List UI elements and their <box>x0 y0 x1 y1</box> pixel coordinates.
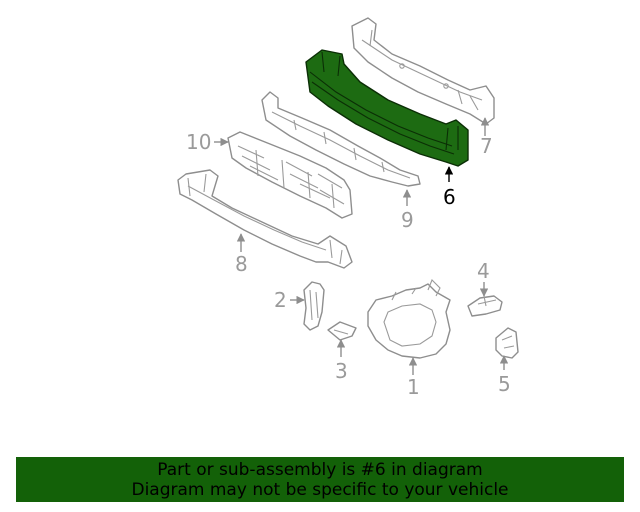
callout-3: 3 <box>335 359 348 383</box>
callout-5: 5 <box>498 372 511 396</box>
callout-4: 4 <box>477 259 490 283</box>
callout-7: 7 <box>480 134 493 158</box>
part-9-deflector <box>261 91 421 187</box>
callout-6: 6 <box>443 185 456 209</box>
info-banner: Part or sub-assembly is #6 in diagram Di… <box>16 457 624 502</box>
part-1-housing <box>367 279 451 359</box>
callout-8: 8 <box>235 252 248 276</box>
part-4-bracket <box>467 295 503 317</box>
part-6-reinforcement-beam <box>305 49 469 167</box>
part-3-clip <box>327 321 357 341</box>
part-10-absorber-lower <box>227 131 353 219</box>
callout-10: 10 <box>186 130 211 154</box>
banner-line-disclaimer: Diagram may not be specific to your vehi… <box>131 480 509 500</box>
callout-1: 1 <box>407 375 420 399</box>
banner-line-part: Part or sub-assembly is #6 in diagram <box>157 460 483 480</box>
callout-9: 9 <box>401 208 414 232</box>
part-2-bracket <box>303 281 325 331</box>
part-5-bracket <box>495 327 519 359</box>
callout-2: 2 <box>274 288 287 312</box>
part-8-lower-bar <box>177 169 353 269</box>
part-7-absorber <box>351 17 495 125</box>
leader-lines <box>214 117 509 375</box>
parts-diagram: 10 7 6 9 8 4 2 3 5 1 <box>177 17 519 399</box>
